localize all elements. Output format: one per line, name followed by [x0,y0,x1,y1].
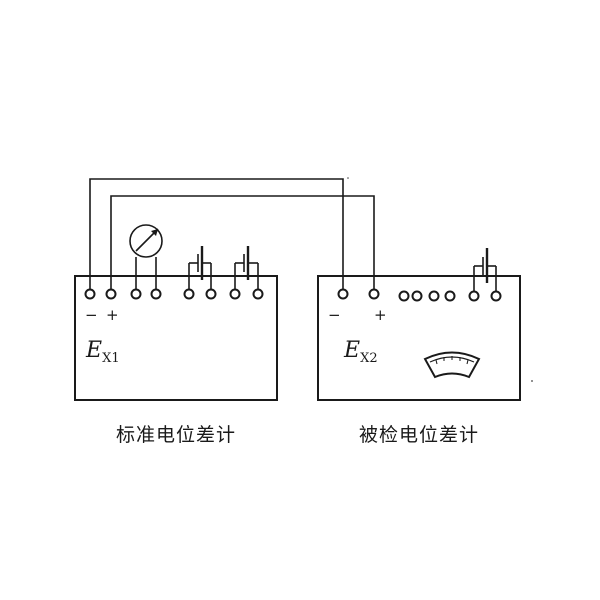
tested-caption: 被检电位差计 [359,424,479,446]
battery-icon [188,246,212,291]
terminal-minus[interactable] [337,288,349,300]
standard-plus-sign: + [106,306,119,324]
terminal-galvanometer-2[interactable] [150,288,162,300]
standard-minus-sign: − [85,306,98,324]
terminal-battery-2a[interactable] [229,288,241,300]
tested-potentiometer: − + EX2 被检电位差计 [317,248,521,446]
tested-emf-label: EX2 [343,338,378,366]
terminal-dial-4[interactable] [444,290,456,302]
standard-potentiometer-box [74,275,278,401]
galvanometer-icon [129,224,163,291]
standard-potentiometer: − + EX1 标准电位差计 [74,224,278,446]
terminal-plus[interactable] [368,288,380,300]
terminal-battery-b[interactable] [490,290,502,302]
battery-icon [234,246,259,291]
scan-specks [347,177,533,382]
tested-potentiometer-box [317,275,521,401]
terminal-dial-3[interactable] [428,290,440,302]
connection-wires [89,178,375,291]
terminal-battery-1b[interactable] [205,288,217,300]
terminal-galvanometer-1[interactable] [130,288,142,300]
terminal-dial-1[interactable] [398,290,410,302]
terminal-battery-a[interactable] [468,290,480,302]
tested-plus-sign: + [374,306,387,324]
wire-minus-to-minus [89,178,344,291]
tested-terminals [337,288,502,302]
standard-emf-label: EX1 [85,338,120,366]
terminal-battery-1a[interactable] [183,288,195,300]
standard-caption: 标准电位差计 [116,424,236,446]
battery-icon [473,248,497,293]
meter-dial-icon [423,351,481,379]
tested-minus-sign: − [328,306,341,324]
terminal-dial-2[interactable] [411,290,423,302]
wire-plus-to-plus [110,195,375,291]
terminal-plus[interactable] [105,288,117,300]
terminal-battery-2b[interactable] [252,288,264,300]
terminal-minus[interactable] [84,288,96,300]
standard-terminals [84,288,264,300]
